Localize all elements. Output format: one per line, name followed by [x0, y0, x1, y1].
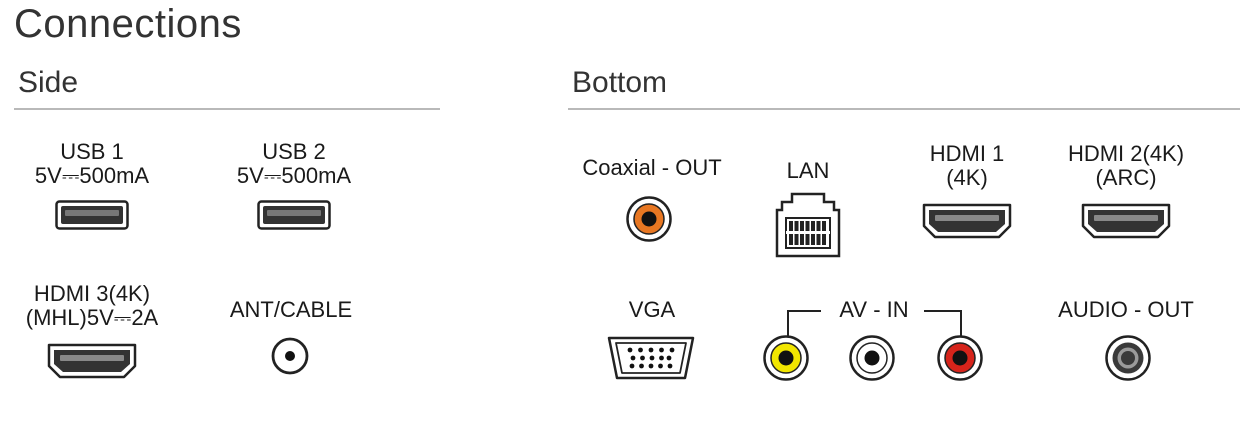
audio-jack-icon [1105, 335, 1151, 381]
av-in-label: AV - IN [839, 297, 909, 322]
hdmi2-name: HDMI 2(4K) [1067, 141, 1185, 166]
usb2-port [257, 200, 331, 230]
hdmi1-name: HDMI 1 [929, 141, 1005, 166]
usb-port-icon [257, 200, 331, 230]
usb1-name: USB 1 [60, 139, 124, 164]
av-in-video-port [762, 334, 810, 382]
lan-port [775, 192, 841, 258]
usb2-spec: 5V⎓500mA [236, 163, 352, 188]
ant-port [270, 336, 310, 376]
hdmi3-name: HDMI 3(4K) [33, 281, 151, 306]
hdmi1-spec: (4K) [946, 165, 988, 190]
section-title-side: Side [18, 66, 79, 99]
hdmi2-port [1080, 202, 1172, 240]
section-divider-side [14, 108, 440, 110]
usb2-label: USB 2 5V⎓500mA [237, 140, 351, 188]
rca-jack-icon [626, 196, 672, 242]
hdmi3-spec: (MHL)5V⎓2A [25, 305, 159, 330]
ethernet-port-icon [775, 192, 841, 258]
hdmi-port-icon [47, 343, 137, 379]
rca-jack-icon [763, 335, 809, 381]
page-title: Connections [14, 2, 242, 46]
av-in-bracket [787, 310, 977, 338]
audio-out-label: AUDIO - OUT [1058, 297, 1194, 322]
rca-jack-icon [937, 335, 983, 381]
hdmi-port-icon [922, 203, 1012, 239]
usb-port-icon [55, 200, 129, 230]
coax-antenna-port-icon [271, 337, 309, 375]
hdmi2-label: HDMI 2(4K) (ARC) [1068, 142, 1184, 190]
hdmi-port-icon [1081, 203, 1171, 239]
rca-jack-icon [849, 335, 895, 381]
section-title-bottom: Bottom [572, 66, 668, 99]
ant-label: ANT/CABLE [229, 297, 353, 322]
usb1-spec: 5V⎓500mA [34, 163, 150, 188]
hdmi1-port [921, 202, 1013, 240]
vga-port-icon [607, 336, 695, 380]
av-in-audio-right-port [936, 334, 984, 382]
vga-label: VGA [628, 297, 676, 322]
audio-out-port [1104, 334, 1152, 382]
av-in-audio-left-port [848, 334, 896, 382]
hdmi3-port [46, 342, 138, 380]
usb1-port [55, 200, 129, 230]
coaxial-label: Coaxial - OUT [582, 155, 722, 180]
hdmi2-spec: (ARC) [1095, 165, 1157, 190]
section-divider-bottom [568, 108, 1240, 110]
coaxial-port [625, 195, 673, 243]
vga-port [605, 334, 697, 382]
av-in-bracket-lines [787, 310, 962, 336]
hdmi3-label: HDMI 3(4K) (MHL)5V⎓2A [26, 282, 158, 330]
hdmi1-label: HDMI 1 (4K) [930, 142, 1005, 190]
lan-label: LAN [786, 158, 830, 183]
usb2-name: USB 2 [262, 139, 326, 164]
usb1-label: USB 1 5V⎓500mA [35, 140, 149, 188]
